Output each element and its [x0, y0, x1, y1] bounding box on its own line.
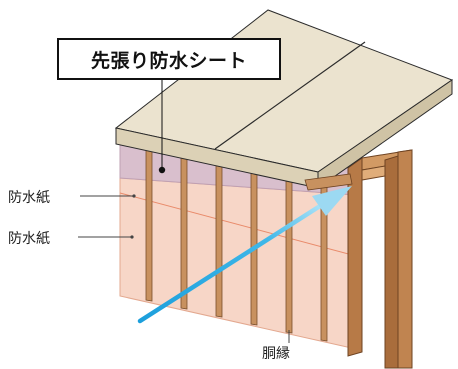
- roof-board-seam: [214, 41, 366, 150]
- furring-strip-label: 胴縁: [262, 346, 290, 362]
- eave-underside: [304, 173, 353, 191]
- corner-frame: [347, 149, 413, 369]
- upper-paper-leader-dot: [132, 194, 136, 198]
- lower-paper-leader-dot: [130, 235, 134, 239]
- waterproof-paper-lower-label: 防水紙: [8, 231, 50, 247]
- title-leader-dot: [158, 166, 166, 174]
- waterproof-paper-upper-label: 防水紙: [8, 190, 50, 206]
- pre-waterproof-sheet-label: 先張り防水シート: [57, 38, 281, 80]
- paper-seam-line: [119, 192, 357, 257]
- airflow-arrow: [137, 186, 352, 324]
